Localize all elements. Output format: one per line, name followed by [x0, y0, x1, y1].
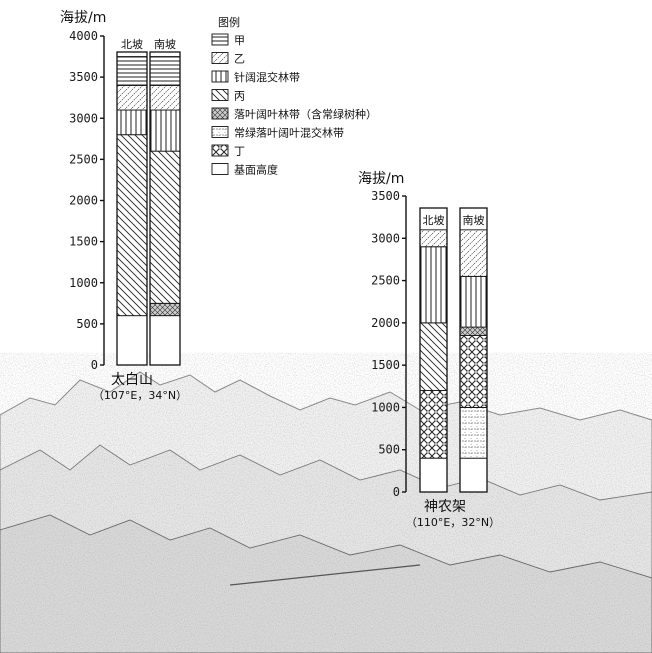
y-tick-label: 3500: [371, 189, 400, 203]
column-frame: [116, 51, 148, 366]
legend-label: 针阔混交林带: [234, 70, 300, 84]
column-south-slope: 南坡: [149, 38, 181, 366]
y-tick-label: 0: [393, 485, 400, 499]
column-frame: [459, 207, 488, 493]
chart-coordinates: （107°E，34°N）: [93, 389, 187, 402]
segment-bing: [149, 150, 181, 304]
y-tick-label: 1500: [69, 235, 98, 249]
legend-label: 甲: [234, 34, 245, 47]
y-tick-label: 2000: [371, 316, 400, 330]
legend-label: 丙: [234, 90, 245, 103]
y-axis-label: 海拔/m: [358, 171, 404, 187]
segment-luoye: [459, 326, 488, 336]
segment-bing: [419, 322, 448, 391]
column-label: 北坡: [423, 214, 445, 227]
chart-1: 海拔/m 0 500 1000 1500 2000 2500 3000 3500 4000 北坡南坡…: [60, 10, 187, 402]
legend-swatch-luoye: [211, 107, 229, 120]
segment-ding: [459, 335, 488, 408]
segment-yi: [459, 229, 488, 277]
segment-zhenkuo: [149, 109, 181, 152]
y-tick-label: 2500: [69, 152, 98, 166]
segment-yi: [116, 84, 148, 111]
column-label: 南坡: [154, 38, 176, 51]
legend-label: 常绿落叶阔叶混交林带: [234, 126, 344, 140]
legend-swatch-yi: [211, 52, 229, 64]
column-frame: [419, 207, 448, 493]
segment-changlv: [459, 406, 488, 459]
y-tick-label: 3000: [371, 231, 400, 245]
segment-luoye: [149, 302, 181, 317]
column-frame: [149, 51, 181, 366]
column-label: 北坡: [121, 38, 143, 51]
y-tick-label: 3500: [69, 70, 98, 84]
chart-2: 海拔/m 0 500 1000 1500 2000 2500 3000 3500 北坡 南坡神农架（…: [358, 171, 500, 529]
column-south-slope: 南坡: [459, 207, 488, 493]
legend-swatch-jimian: [211, 163, 229, 175]
column-label: 南坡: [463, 214, 485, 227]
segment-jimian: [459, 457, 488, 493]
y-tick-label: 1500: [371, 358, 400, 372]
legend-label: 基面高度: [234, 163, 278, 177]
segment-zhenkuo: [116, 109, 148, 136]
segment-jimian: [149, 315, 181, 366]
column-north-slope: 北坡: [419, 207, 448, 493]
mountain-landscape-illustration: [0, 371, 652, 653]
segment-jia: [149, 56, 181, 86]
segment-jimian: [419, 457, 448, 493]
legend-swatch-changlv: [211, 126, 229, 138]
segment-jia: [116, 56, 148, 86]
y-tick-label: 1000: [69, 276, 98, 290]
y-tick-label: 4000: [69, 29, 98, 43]
segment-zhenkuo: [419, 246, 448, 324]
segment-bing: [116, 134, 148, 317]
y-tick-label: 0: [91, 358, 98, 372]
segment-ding: [419, 390, 448, 459]
y-tick-label: 2500: [371, 274, 400, 288]
legend-title: 图例: [218, 15, 240, 29]
y-tick-label: 2000: [69, 194, 98, 208]
legend-swatch-jia: [211, 33, 229, 46]
chart-title: 神农架: [424, 499, 466, 515]
y-tick-label: 3000: [69, 111, 98, 125]
y-tick-label: 500: [378, 443, 400, 457]
chart-coordinates: （110°E，32°N）: [406, 516, 500, 529]
legend-swatch-bing: [211, 89, 229, 101]
segment-yi: [149, 84, 181, 111]
legend-label: 丁: [234, 145, 245, 158]
y-axis-label: 海拔/m: [60, 10, 106, 26]
chart-title: 太白山: [111, 372, 153, 388]
column-north-slope: 北坡: [116, 38, 148, 366]
segment-zhenkuo: [459, 275, 488, 328]
y-tick-label: 1000: [371, 400, 400, 414]
legend-swatch-ding: [211, 144, 229, 157]
y-tick-label: 500: [76, 317, 98, 331]
legend-label: 落叶阔叶林带（含常绿树种）: [234, 107, 377, 121]
segment-jimian: [116, 315, 148, 366]
legend-swatch-zhenkuo: [211, 70, 229, 83]
legend-label: 乙: [234, 53, 245, 66]
segment-yi: [419, 229, 448, 248]
